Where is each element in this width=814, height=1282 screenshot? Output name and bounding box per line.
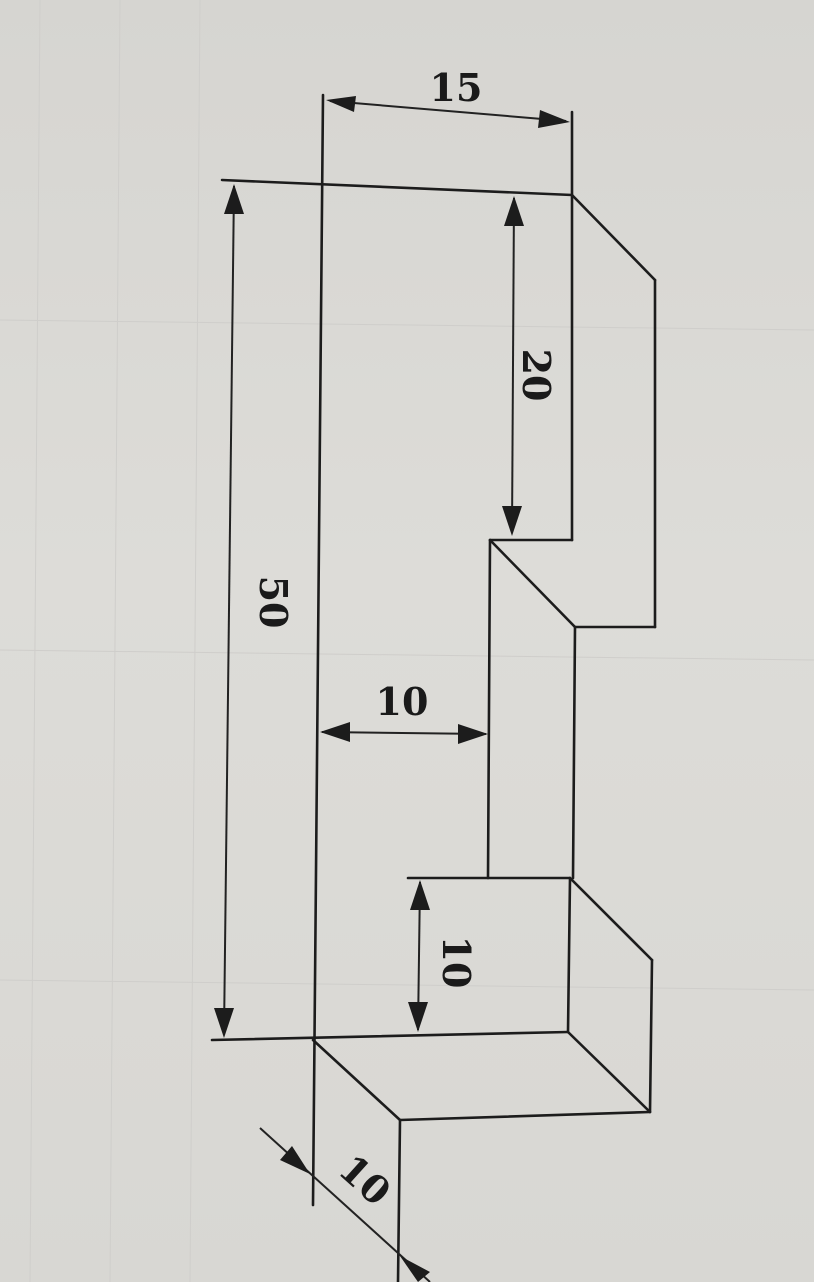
- dimension-label-15: 15: [430, 65, 483, 110]
- bottom-right-depth: [566, 1030, 652, 1114]
- dimension-label-50: 50: [251, 576, 296, 629]
- bottom-left-depth: [311, 1038, 402, 1122]
- dimension-label-10-step: 10: [434, 936, 479, 989]
- back-lower-left-edge: [396, 1118, 402, 1282]
- notch-inner-back: [571, 625, 577, 880]
- step-back-vertical: [648, 958, 654, 1114]
- dimension-label-20: 20: [514, 349, 559, 402]
- step-front-vertical: [566, 876, 572, 1034]
- dimension-lower-step: 10: [408, 880, 479, 1032]
- dimension-total-height: 50: [214, 184, 296, 1038]
- dimension-thickness: 10: [259, 1127, 431, 1282]
- dimension-notch-depth: 10: [320, 679, 488, 744]
- dimension-width-top: 15: [326, 65, 570, 128]
- dimension-label-10-thickness: 10: [330, 1146, 399, 1215]
- front-left-edge: [311, 93, 325, 1207]
- notch-inner-front: [486, 538, 492, 880]
- top-front-edge: [220, 178, 574, 197]
- notch-top-depth: [488, 538, 577, 629]
- step-top-depth: [568, 876, 654, 962]
- top-depth-edge: [570, 193, 657, 282]
- bottom-front-edge: [210, 1030, 570, 1042]
- bottom-back-edge: [398, 1110, 652, 1122]
- part-outline: [210, 93, 657, 1282]
- dimension-label-10-notch: 10: [376, 679, 429, 724]
- dimension-upper-notch: 20: [502, 196, 559, 536]
